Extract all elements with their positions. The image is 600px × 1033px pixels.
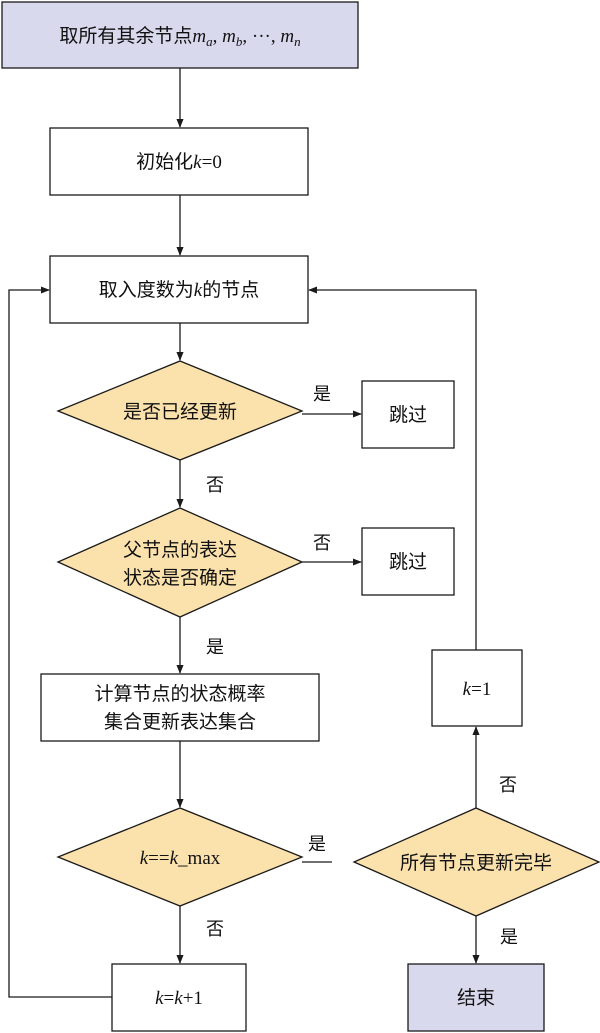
edge-label-yes-parent: 是 xyxy=(206,637,224,658)
start-node xyxy=(1,1,359,69)
compute-label-line2: 集合更新表达集合 xyxy=(104,711,256,733)
edge-label-no-all: 否 xyxy=(499,775,517,796)
edge-label-no-parent: 否 xyxy=(313,533,331,554)
set-k1-node xyxy=(431,649,523,727)
compute-label-line1: 计算节点的状态概率 xyxy=(94,683,265,705)
edge-label-yes-updated: 是 xyxy=(313,384,331,405)
check-updated-label: 是否已经更新 xyxy=(123,401,237,423)
check-parent-label-line2: 状态是否确定 xyxy=(123,567,237,589)
edge-label-yes-all: 是 xyxy=(500,927,518,948)
select-label: 取入度数为k的节点 xyxy=(99,279,259,301)
compute-node xyxy=(40,673,320,742)
edge-label-no-kmax: 否 xyxy=(206,919,224,940)
edge-label-no-updated: 否 xyxy=(206,475,224,496)
check-parent-decision xyxy=(56,507,304,618)
increment-label: k=k+1 xyxy=(155,988,203,1009)
set-k1-label: k=1 xyxy=(463,679,492,700)
increment-node xyxy=(111,963,247,1032)
select-node xyxy=(49,255,309,324)
skip-label-1: 跳过 xyxy=(389,404,427,426)
check-parent-label-line1: 父节点的表达 xyxy=(123,539,237,561)
check-all-label: 所有节点更新完毕 xyxy=(400,852,552,874)
end-node xyxy=(407,963,545,1032)
init-node xyxy=(49,127,309,196)
edge-label-yes-kmax: 是 xyxy=(308,834,326,855)
end-label: 结束 xyxy=(457,987,495,1009)
edge-set-k1-to-select xyxy=(308,286,477,650)
init-label: 初始化k=0 xyxy=(136,151,222,173)
edge-increment-loop-to-select xyxy=(8,286,112,998)
check-kmax-label: k==k_max xyxy=(140,848,221,869)
skip-node-1 xyxy=(361,380,455,449)
skip-node-2 xyxy=(361,527,455,596)
start-label: 取所有其余节点ma, mb, ···, mn xyxy=(59,25,300,49)
skip-label-2: 跳过 xyxy=(389,551,427,573)
